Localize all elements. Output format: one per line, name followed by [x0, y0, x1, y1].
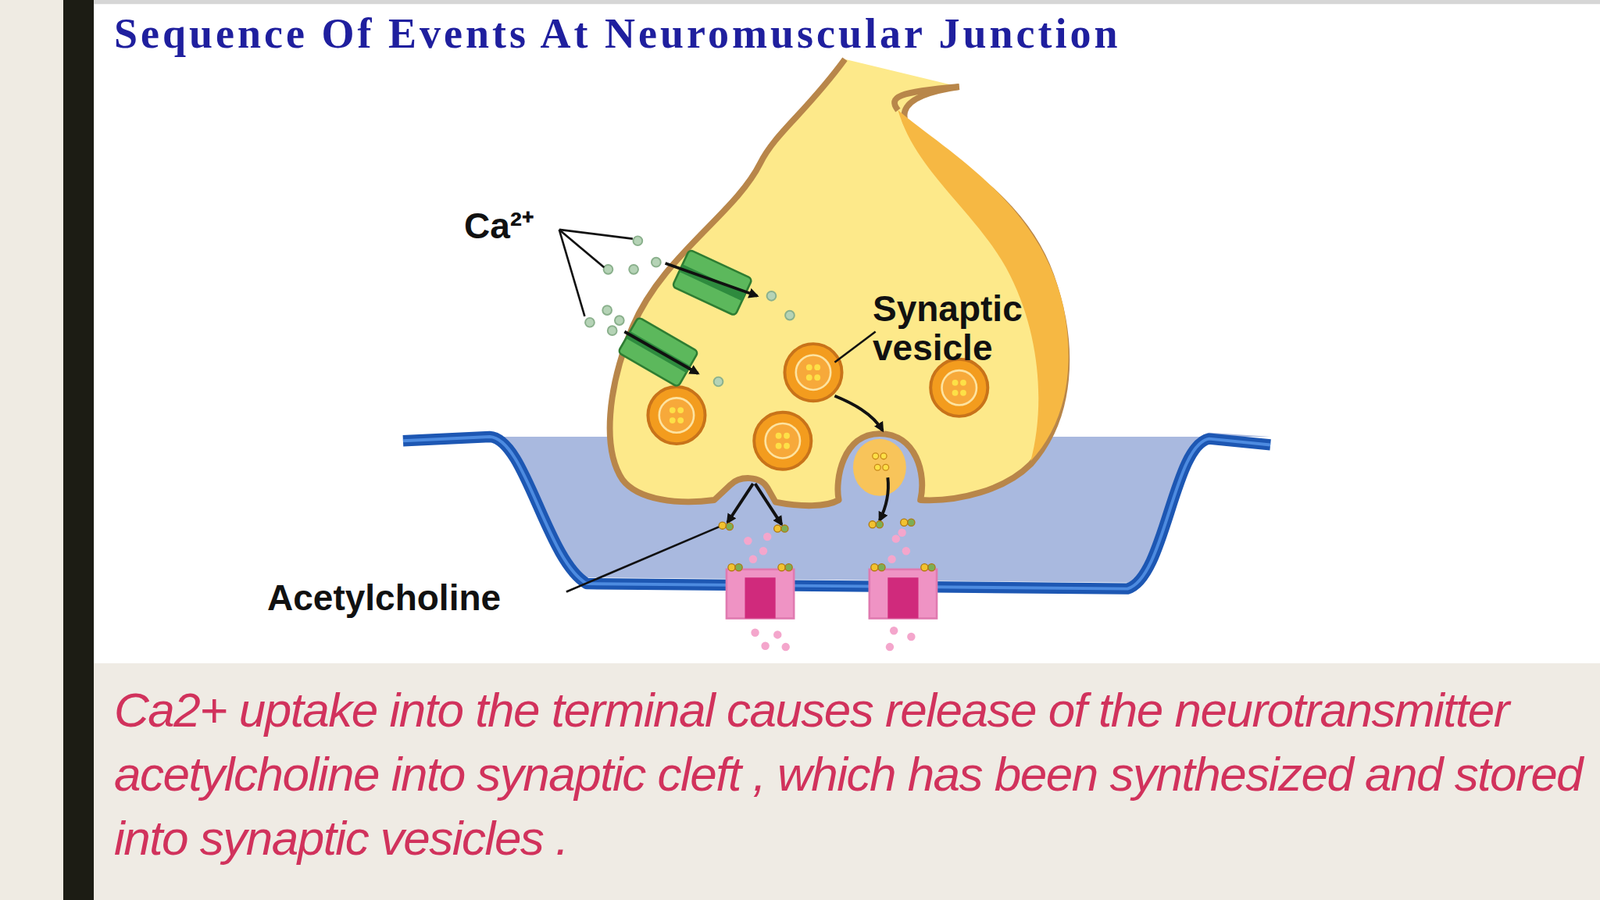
ion-label: Ca²⁺	[464, 206, 590, 246]
ach-receptor	[726, 569, 794, 619]
ach-receptor	[869, 569, 937, 619]
dark-bar	[63, 0, 94, 900]
part-label: Synaptic vesicle	[872, 289, 1076, 368]
acetylcholine-molecules	[718, 518, 936, 572]
axon-edge	[894, 86, 960, 111]
calcium-channel	[671, 249, 753, 316]
nerve-terminal	[610, 59, 1068, 506]
top-rule	[93, 0, 1600, 4]
synaptic-vesicle	[753, 412, 811, 470]
leader-lines	[559, 229, 876, 593]
ion-flow-dots	[743, 528, 915, 652]
left-margin	[0, 0, 64, 900]
synaptic-vesicle	[784, 343, 842, 401]
synaptic-vesicle	[930, 359, 988, 417]
calcium-ions	[585, 235, 795, 386]
fusing-vesicle	[853, 439, 907, 497]
caption-panel	[93, 663, 1600, 900]
synaptic-vesicle	[647, 386, 705, 444]
image-panel	[93, 0, 1600, 664]
slide-caption: Ca2+ uptake into the terminal causes rel…	[114, 678, 1583, 871]
flow-arrows	[624, 263, 889, 525]
part-label: Acetylcholine	[267, 578, 596, 618]
terminal-shading	[897, 110, 1068, 461]
calcium-channel	[617, 317, 699, 388]
diagram-title: Sequence Of Events At Neuromuscular Junc…	[114, 9, 1583, 58]
